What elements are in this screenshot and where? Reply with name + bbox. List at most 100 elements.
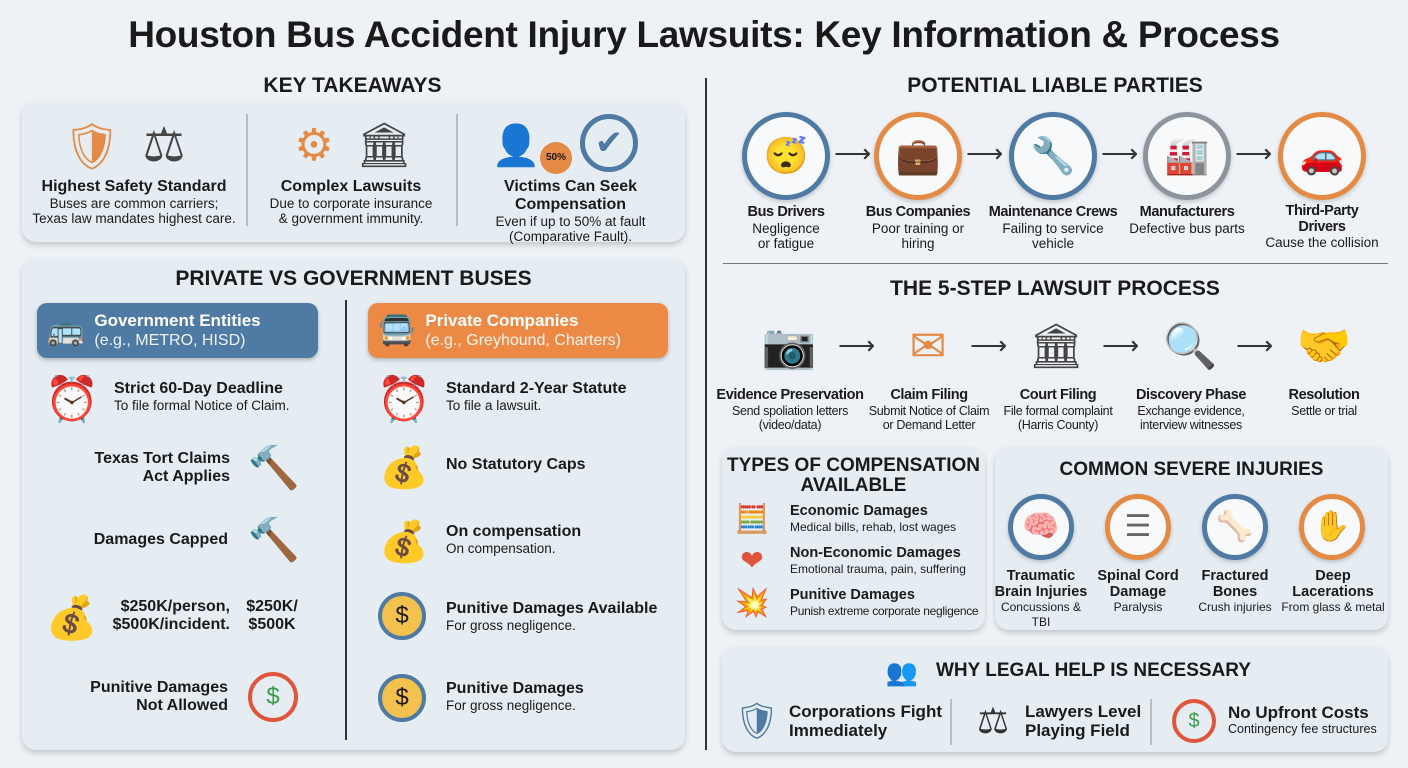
divider — [345, 300, 347, 740]
party-title: Manufacturers — [1139, 204, 1235, 220]
row-text: To file formal Notice of Claim. — [114, 398, 290, 413]
row-title: Texas Tort Claims — [94, 450, 230, 467]
step-text: Send spoliation letters — [731, 404, 849, 418]
legal-help-heading: WHY LEGAL HELP IS NECESSARY — [936, 660, 1251, 681]
injury-title: Traumatic — [1006, 568, 1076, 584]
step-text: (Harris County) — [1017, 418, 1099, 432]
coin-warning-icon: $ — [378, 592, 426, 640]
party-text: Negligence — [752, 221, 820, 236]
broken-bone-icon: 🦴 — [1202, 494, 1268, 560]
city-bus-icon: 🚌 — [47, 313, 85, 347]
liable-parties-heading: POTENTIAL LIABLE PARTIES — [907, 74, 1203, 97]
compensation-title: Punitive Damages — [790, 587, 915, 603]
scales-icon: ⚖ — [976, 700, 1010, 741]
laceration-arm-icon: ✋ — [1299, 494, 1365, 560]
no-money-icon: $ — [1172, 699, 1216, 743]
money-bag-up-icon: 💰 — [379, 520, 429, 564]
arrow-icon: ⟶ — [1235, 138, 1273, 168]
party-text: Defective bus parts — [1129, 221, 1245, 236]
compensation-title: Non-Economic Damages — [790, 545, 961, 561]
compensation-title: Economic Damages — [790, 503, 928, 519]
key-takeaways-card: 🛡 ⚖ Highest Safety Standard Buses are co… — [22, 102, 685, 244]
cap-amount: $250K/ — [246, 598, 298, 615]
badge-title: Government Entities — [94, 310, 261, 330]
compensation-text: Medical bills, rehab, lost wages — [790, 520, 957, 534]
row-title: Damages Capped — [93, 531, 228, 548]
injury-text: From glass & metal — [1281, 600, 1385, 614]
arrow-icon: ⟶ — [970, 330, 1008, 360]
briefcase-gears-icon: 💼 — [874, 112, 962, 200]
takeaway-title: Complex Lawsuits — [280, 178, 422, 195]
arrow-icon: ⟶ — [834, 138, 872, 168]
takeaway-text: (Comparative Fault). — [508, 229, 633, 244]
injury-title: Fractured — [1201, 568, 1269, 584]
compensation-text: Punish extreme corporate negligence — [790, 604, 979, 618]
row-title: No Statutory Caps — [446, 456, 586, 473]
injury-title: Brain Injuries — [994, 584, 1088, 600]
party-text: hiring — [901, 236, 935, 251]
row-title: Punitive Damages — [90, 679, 228, 696]
step-text: File formal complaint — [1003, 404, 1113, 418]
step-text: Exchange evidence, — [1137, 404, 1245, 418]
divider — [950, 699, 952, 745]
injury-text: Crush injuries — [1198, 600, 1272, 614]
compensation-heading: TYPES OF COMPENSATION — [726, 455, 980, 476]
handshake-gavel-icon: 🤝 — [1296, 322, 1352, 371]
injury-title: Damage — [1109, 584, 1167, 600]
legal-text: Contingency fee structures — [1228, 722, 1377, 736]
court-document-icon: 🏛 — [1028, 322, 1084, 371]
injury-text: Concussions & TBI — [1000, 600, 1082, 629]
compensation-heading: AVAILABLE — [800, 475, 907, 496]
percent-badge: 50% — [540, 142, 572, 174]
magnifier-people-icon: 🔍 — [1162, 322, 1218, 371]
wrenches-icon: 🔧 — [1009, 112, 1097, 200]
gavel-burst-icon: 💥 — [734, 587, 770, 618]
arrow-icon: ⟶ — [1101, 138, 1139, 168]
coach-bus-icon: 🚍 — [378, 313, 416, 347]
row-title: $500K/incident. — [112, 616, 230, 633]
gears-icon: ⚙ — [294, 121, 334, 170]
row-title: Punitive Damages — [446, 680, 584, 697]
takeaway-title: Victims Can Seek Compensation — [503, 178, 638, 213]
car-collision-icon: 🚗 — [1278, 112, 1366, 200]
buses-comparison-card: PRIVATE VS GOVERNMENT BUSES 🚌 Government… — [22, 258, 685, 750]
lawyers-group-icon: 👥 — [885, 657, 919, 687]
divider — [456, 114, 458, 226]
spine-icon: ☰ — [1105, 494, 1171, 560]
row-text: On compensation. — [446, 541, 556, 556]
column-divider — [705, 78, 707, 750]
coin-alert-icon: $ — [378, 674, 426, 722]
private-companies-badge: 🚍 Private Companies(e.g., Greyhound, Cha… — [368, 303, 668, 358]
party-text: or fatigue — [757, 236, 815, 251]
process-heading: THE 5-STEP LAWSUIT PROCESS — [890, 277, 1220, 300]
scales-icon: ⚖ — [142, 119, 186, 172]
compensation-text: Emotional trauma, pain, suffering — [790, 562, 966, 576]
party-title: Bus Companies — [865, 204, 971, 220]
party-title: Third-Party — [1285, 203, 1359, 219]
party-text: Poor training or — [871, 221, 965, 236]
party-text: Failing to service — [1002, 221, 1104, 236]
step-title: Evidence Preservation — [716, 387, 864, 403]
takeaway-title: Highest Safety Standard — [41, 178, 227, 195]
takeaway-text: Due to corporate insurance — [269, 196, 433, 211]
row-text: For gross negligence. — [446, 618, 576, 633]
government-entities-badge: 🚌 Government Entities(e.g., METRO, HISD) — [37, 303, 318, 358]
badge-subtitle: (e.g., METRO, HISD) — [94, 331, 246, 349]
page-title: Houston Bus Accident Injury Lawsuits: Ke… — [128, 14, 1280, 55]
key-takeaways-heading: KEY TAKEAWAYS — [263, 74, 442, 97]
gavel-icon: 🔨 — [247, 444, 301, 491]
money-bag-lock-icon: 💰 — [45, 594, 99, 641]
row-title: Punitive Damages Available — [446, 600, 658, 617]
clock-calendar-icon: ⏰ — [44, 375, 100, 424]
clock-calendar-icon: ⏰ — [376, 375, 432, 424]
camera-icon: 📷 — [761, 322, 817, 371]
step-title: Claim Filing — [890, 387, 968, 403]
step-text: (video/data) — [758, 418, 822, 432]
row-title: $250K/person, — [120, 598, 230, 615]
injuries-card: COMMON SEVERE INJURIES 🧠 ☰ 🦴 ✋ Traumatic… — [995, 447, 1388, 630]
money-bag-up-icon: 💰 — [379, 446, 429, 490]
brain-heart-icon: ❤ — [740, 545, 764, 576]
calculator-cash-icon: 🧮 — [734, 503, 770, 534]
step-text: Settle or trial — [1291, 404, 1357, 418]
